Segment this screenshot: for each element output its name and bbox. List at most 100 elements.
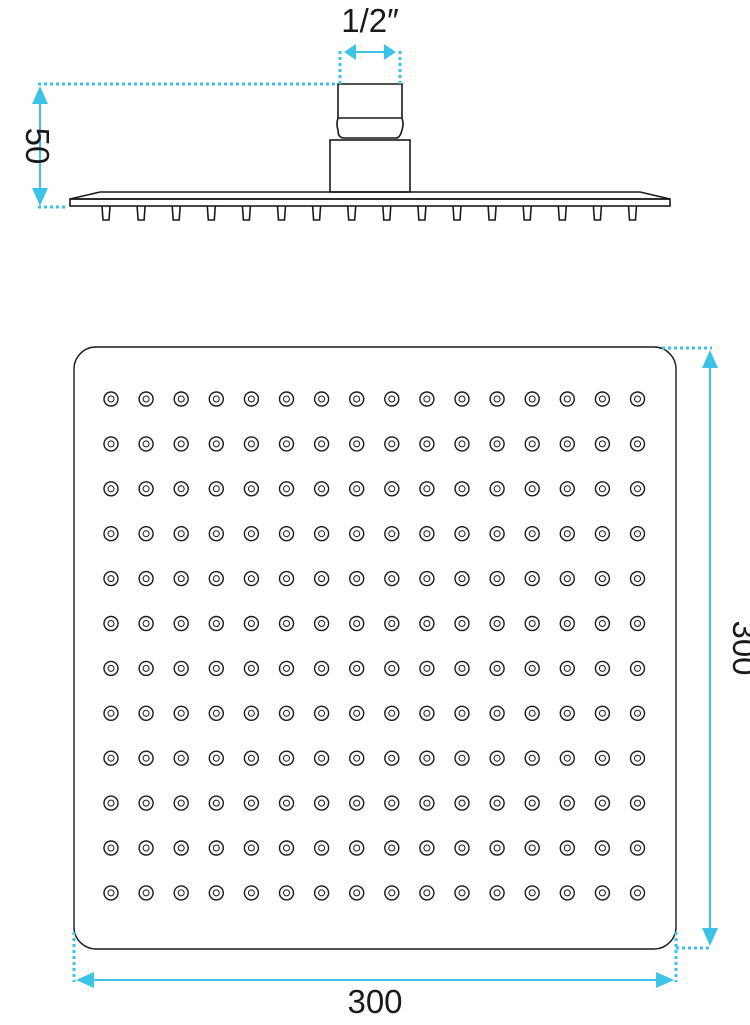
nozzle-hole	[384, 885, 400, 901]
nozzle-hole-inner	[318, 709, 326, 717]
side-nozzle	[241, 205, 252, 221]
nozzle-hole-inner	[212, 575, 220, 583]
nozzle-hole	[454, 391, 470, 407]
side-nozzle	[206, 205, 217, 221]
nozzle-hole	[559, 840, 575, 856]
nozzle-hole	[524, 481, 540, 497]
nozzle-hole	[208, 436, 225, 452]
nozzle-hole	[103, 840, 119, 856]
connector-nut	[336, 83, 404, 139]
nozzle-hole	[594, 660, 611, 677]
nozzle-hole	[243, 615, 260, 632]
nozzle-hole	[419, 570, 435, 587]
nozzle-hole	[208, 660, 225, 677]
side-nozzle	[101, 205, 111, 221]
nozzle-hole-inner	[634, 620, 641, 627]
nozzle-hole-inner	[493, 440, 501, 448]
nozzle-hole	[208, 570, 225, 587]
nozzle-hole-inner	[142, 889, 150, 897]
side-nozzle	[452, 205, 462, 221]
nozzle-hole-inner	[493, 620, 501, 627]
nozzle-hole	[243, 705, 260, 721]
nozzle-hole	[138, 570, 154, 587]
nozzle-hole-inner	[353, 664, 361, 672]
nozzle-hole	[419, 705, 435, 721]
nozzle-hole-inner	[563, 395, 571, 403]
nozzle-hole	[103, 750, 119, 766]
nozzle-hole-inner	[598, 440, 606, 448]
nozzle-hole	[173, 660, 189, 677]
nozzle-hole	[208, 526, 225, 542]
nozzle-hole-inner	[598, 754, 606, 762]
nozzle-hole-inner	[458, 889, 466, 897]
nozzle-hole-inner	[212, 485, 220, 493]
nozzle-hole	[594, 570, 611, 587]
nozzle-hole-inner	[388, 664, 396, 672]
nozzle-hole	[138, 885, 154, 901]
nozzle-hole	[384, 391, 400, 407]
nozzle-hole	[313, 750, 330, 766]
nozzle-hole	[138, 481, 154, 497]
nozzle-hole-inner	[247, 530, 255, 538]
nozzle-hole-inner	[283, 844, 290, 852]
nozzle-hole-inner	[212, 395, 220, 403]
height-dim-arrow-bottom	[32, 188, 48, 206]
nozzle-hole	[419, 526, 435, 542]
nozzle-hole-inner	[353, 799, 361, 807]
nozzle-hole-inner	[142, 620, 150, 627]
nozzle-hole	[419, 885, 435, 901]
nozzle-hole	[349, 570, 365, 587]
nozzle-hole	[489, 615, 505, 632]
nozzle-hole	[278, 660, 295, 677]
nozzle-hole	[559, 391, 575, 407]
nozzle-hole-inner	[212, 440, 220, 448]
side-nozzle	[311, 205, 322, 221]
nozzle-hole-inner	[107, 754, 115, 762]
nozzle-hole	[278, 705, 295, 721]
nozzle-hole	[138, 436, 154, 452]
nozzle-hole-inner	[598, 485, 606, 493]
nozzle-hole-inner	[563, 440, 571, 448]
nozzle-hole-inner	[423, 575, 431, 583]
nozzle-hole	[278, 840, 295, 856]
nozzle-hole-inner	[598, 620, 606, 627]
nozzle-hole-inner	[247, 485, 255, 493]
nozzle-hole	[454, 885, 470, 901]
nozzle-hole-inner	[283, 485, 290, 493]
top-dimensions: 300 300	[72, 346, 750, 1020]
nozzle-hole	[559, 705, 575, 721]
nozzle-hole-inner	[528, 709, 536, 717]
nozzle-hole-inner	[107, 620, 115, 627]
nozzle-hole	[629, 885, 646, 901]
nozzle-hole	[313, 705, 330, 721]
nozzle-hole	[559, 570, 575, 587]
nozzle-hole-inner	[388, 754, 396, 762]
nozzle-hole	[313, 660, 330, 677]
nozzle-hole-inner	[318, 754, 326, 762]
nozzle-hole	[629, 840, 646, 856]
nozzle-hole-inner	[423, 485, 431, 493]
nozzle-hole	[349, 391, 365, 407]
nozzle-hole	[243, 570, 260, 587]
nozzle-hole	[173, 795, 189, 811]
nozzle-hole	[243, 436, 260, 452]
nozzle-hole-inner	[107, 889, 115, 897]
nozzle-hole-inner	[423, 709, 431, 717]
nozzle-hole-inner	[142, 709, 150, 717]
nozzle-hole	[173, 885, 189, 901]
nozzle-hole	[243, 795, 260, 811]
nozzle-hole-inner	[177, 754, 185, 762]
nozzle-hole	[278, 436, 295, 452]
nozzle-hole-inner	[563, 664, 571, 672]
nozzle-hole-inner	[247, 844, 255, 852]
nozzle-hole	[349, 885, 365, 901]
nozzle-hole	[243, 750, 260, 766]
nozzle-hole-inner	[634, 664, 641, 672]
nozzle-hole-inner	[318, 799, 326, 807]
nozzle-hole	[173, 615, 189, 632]
nozzle-hole	[419, 795, 435, 811]
nozzle-hole	[103, 481, 119, 497]
nozzle-hole-inner	[283, 575, 290, 583]
